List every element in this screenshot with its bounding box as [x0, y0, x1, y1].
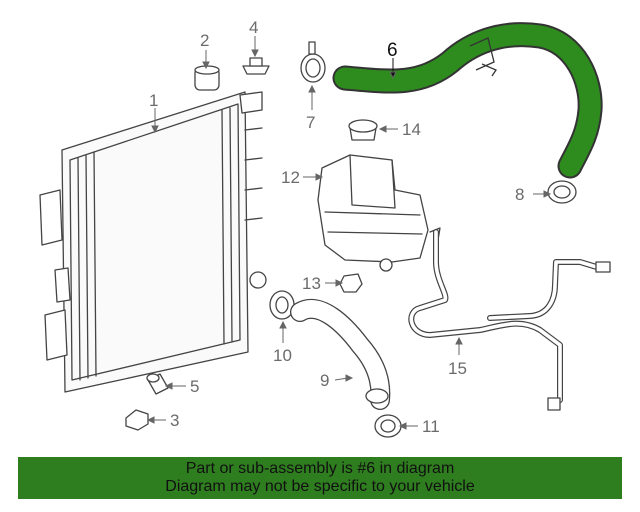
callout-15: 15: [448, 359, 467, 378]
callout-5: 5: [190, 377, 199, 396]
callout-10: 10: [273, 346, 292, 365]
callout-3: 3: [170, 411, 179, 430]
callout-12: 12: [281, 168, 300, 187]
clamp-part-11: [374, 414, 402, 438]
fitting-part-13: [339, 273, 363, 293]
footer-line-part-info: Part or sub-assembly is #6 in diagram: [185, 460, 455, 477]
callout-7: 7: [306, 113, 315, 132]
clamp-part-8: [547, 180, 577, 204]
radiator-part-1: [39, 91, 267, 393]
callout-9: 9: [320, 371, 329, 390]
footer-line-disclaimer: Diagram may not be specific to your vehi…: [165, 478, 475, 495]
coolant-tubes-part-15: [408, 229, 611, 411]
lower-hose-part-9: [290, 298, 391, 410]
upper-hose-part-6-highlighted: [332, 22, 603, 179]
callout-14: 14: [402, 120, 421, 139]
callout-2: 2: [200, 31, 209, 50]
parts-diagram: 1 2 3 4 5 6 7 8 9 10 11 12 13 14 15: [39, 18, 611, 438]
coolant-reservoir-part-12: [317, 154, 441, 272]
callout-4: 4: [249, 18, 258, 37]
nut-part-3: [125, 409, 149, 431]
grommet-part-2: [194, 65, 220, 91]
callout-13: 13: [302, 274, 321, 293]
bolt-part-5: [146, 373, 169, 395]
clamp-part-7: [300, 41, 326, 83]
cap-part-4: [242, 57, 270, 75]
footer-banner: Part or sub-assembly is #6 in diagram Di…: [18, 457, 622, 499]
callout-1: 1: [149, 91, 158, 110]
reservoir-cap-part-14: [348, 119, 378, 141]
callout-6-highlighted: 6: [387, 40, 398, 61]
callout-11: 11: [422, 417, 440, 436]
callout-8: 8: [515, 185, 524, 204]
